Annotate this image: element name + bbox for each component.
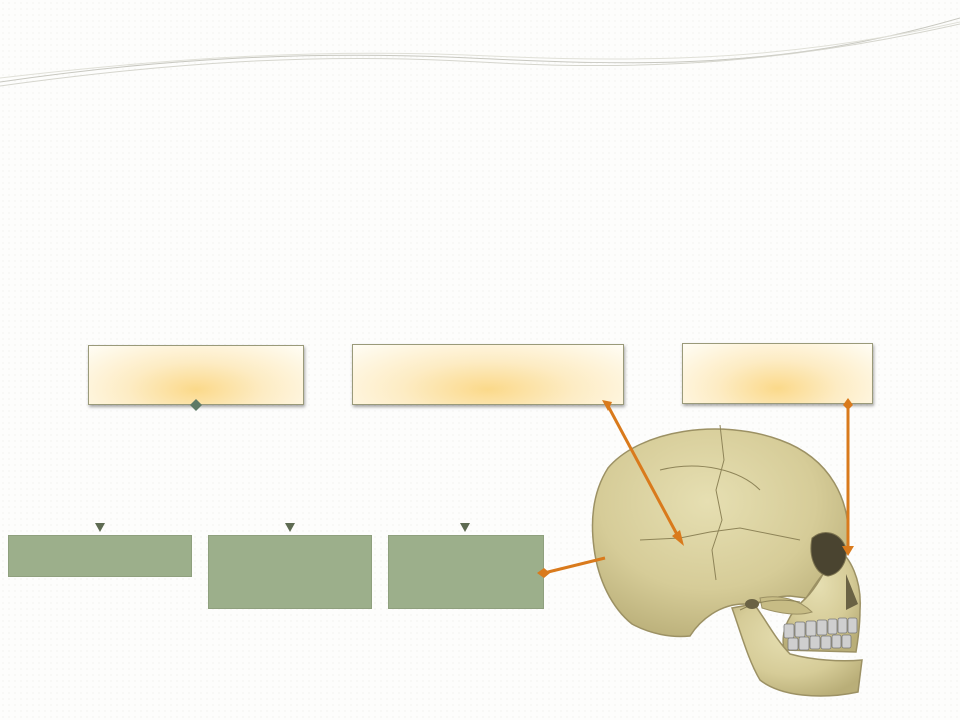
pointer-arrow-right-head-icon xyxy=(842,546,854,556)
label-box-bottom-middle xyxy=(208,535,372,609)
label-box-bottom-right xyxy=(388,535,544,609)
connector-arrow-right-icon xyxy=(460,523,470,532)
nasal-shape xyxy=(846,574,858,610)
pointer-arrow-right-tail-icon xyxy=(843,398,853,410)
pointer-arrow-middle-tail-icon xyxy=(602,400,612,411)
eye-socket-shape xyxy=(810,532,847,577)
pointer-arrow-middle xyxy=(605,403,682,541)
label-box-top-right xyxy=(682,343,873,404)
label-box-bottom-left xyxy=(8,535,192,577)
diamond-connector-icon xyxy=(190,399,202,411)
teeth-group xyxy=(783,617,858,651)
ear-opening-shape xyxy=(745,599,759,609)
label-box-top-middle xyxy=(352,344,624,405)
zygomatic-shape xyxy=(759,596,813,615)
suture-lines xyxy=(639,424,801,611)
connector-arrow-left-icon xyxy=(95,523,105,532)
pointer-arrow-left xyxy=(543,556,606,575)
connector-arrow-middle-icon xyxy=(285,523,295,532)
mandible-shape xyxy=(730,603,863,697)
pointer-arrow-left-tail-icon xyxy=(537,568,550,578)
pointer-arrow-middle-head-icon xyxy=(672,530,684,546)
